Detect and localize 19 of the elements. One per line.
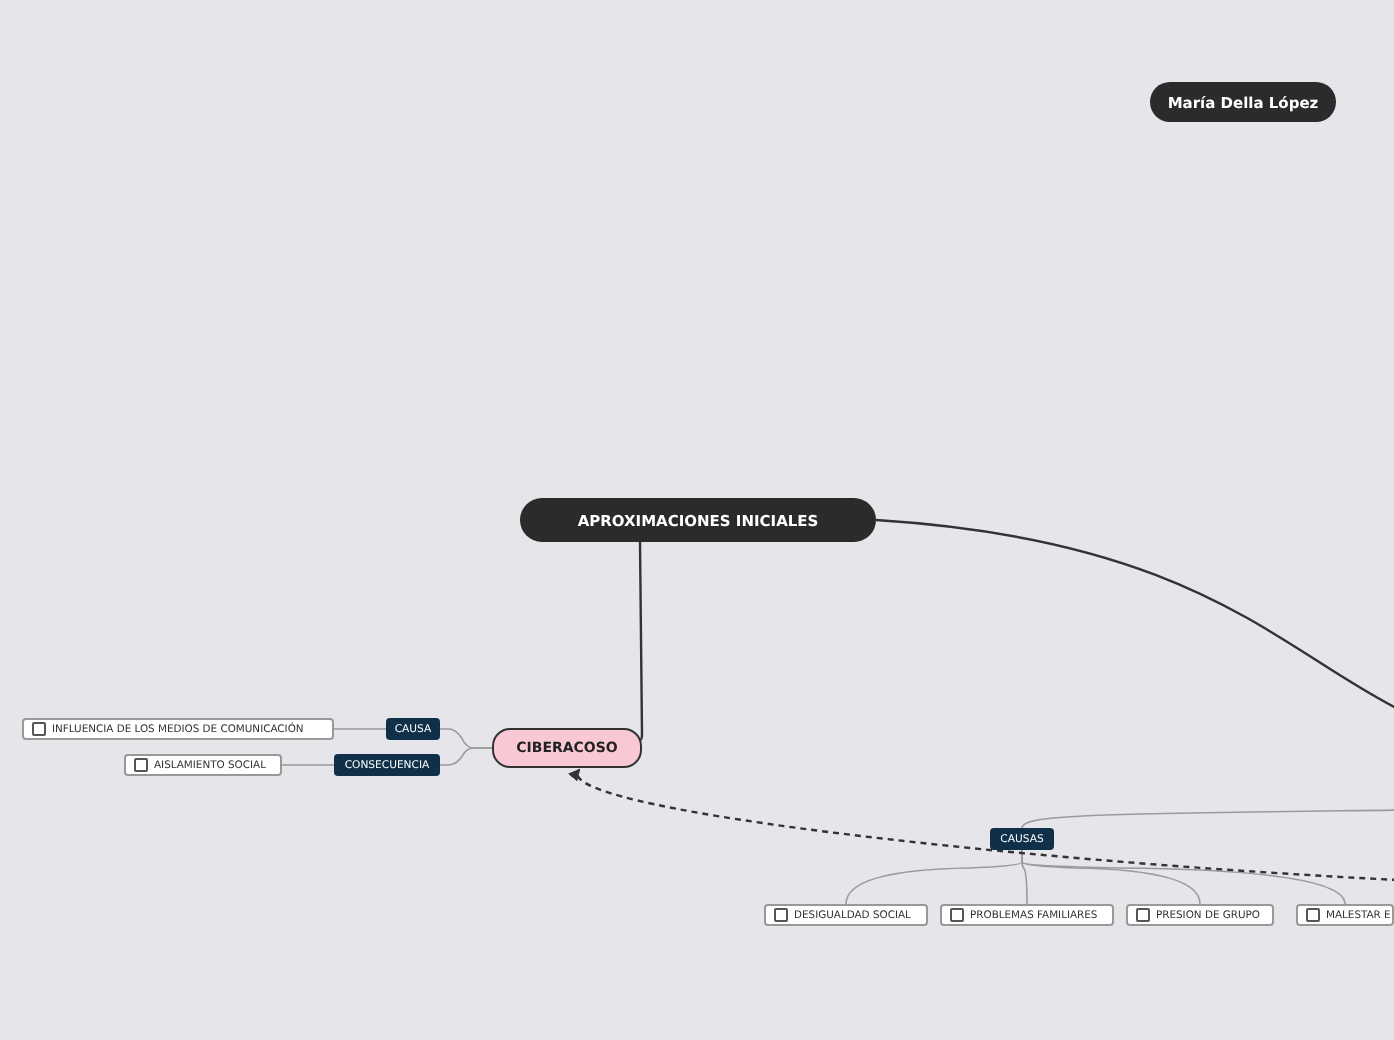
branch-tag — [990, 828, 1054, 850]
title-pill — [1150, 82, 1336, 122]
checklist-item — [124, 754, 282, 776]
checklist-item — [1296, 904, 1394, 926]
connector-line — [281, 764, 335, 766]
connector-line — [1021, 809, 1394, 829]
branch-tag — [386, 718, 440, 740]
branch-tag — [334, 754, 440, 776]
topic-node — [492, 728, 642, 768]
connector-line — [638, 542, 644, 741]
title-pill — [520, 498, 876, 542]
connector-line — [875, 518, 1394, 712]
checklist-item — [22, 718, 334, 740]
checklist-item — [764, 904, 928, 926]
dashed-connector — [574, 768, 1394, 882]
connector-line — [333, 728, 387, 730]
checklist-item — [940, 904, 1114, 926]
checklist-item — [1126, 904, 1274, 926]
connector-line — [439, 747, 493, 766]
